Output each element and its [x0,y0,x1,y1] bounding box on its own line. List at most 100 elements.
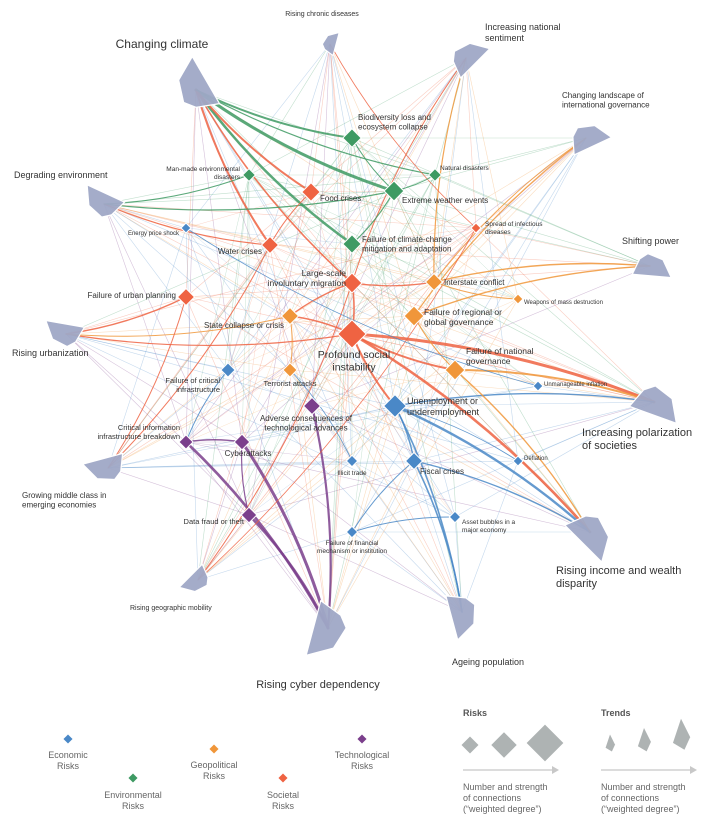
trend-shape[interactable] [81,444,132,489]
link-ageing-statecollapse [289,315,463,613]
risk-diamond[interactable] [342,128,362,148]
risk-illicit[interactable]: Illicit trade [337,454,367,477]
risk-diamond[interactable] [241,167,257,183]
risk-fiscal[interactable]: Fiscal crises [404,451,465,476]
risk-diamond[interactable] [404,451,424,471]
trend-climate[interactable]: Changing climate [116,37,230,121]
trend-shape[interactable] [178,560,215,599]
trend-shape[interactable] [165,55,229,121]
trend-label: Rising chronic diseases [285,11,359,18]
risk-diamond[interactable] [345,525,359,539]
risk-diamond[interactable] [345,454,359,468]
risk-diamond[interactable] [532,380,544,392]
trend-cyber[interactable]: Rising cyber dependency [256,599,380,691]
risk-energy[interactable]: Energy price shock [128,222,192,237]
trend-shape[interactable] [436,586,486,642]
risk-diamond[interactable] [444,359,466,381]
trend-shape[interactable] [562,115,613,163]
risk-urbanplan[interactable]: Failure of urban planning [87,287,196,307]
risk-food[interactable]: Food crises [301,182,362,203]
trend-shape[interactable] [445,34,491,83]
risk-diamond[interactable] [302,396,322,416]
trend-shape[interactable] [558,505,620,564]
risk-natural[interactable]: Natural disasters [427,165,490,183]
risk-diamond[interactable] [427,167,443,183]
risk-terrorist[interactable]: Terrorist attacks [264,362,317,388]
risk-wmd[interactable]: Weapons of mass destruction [512,293,603,306]
risk-diamond[interactable] [220,362,236,378]
risk-diamond[interactable] [178,434,194,450]
link-landscape-weather [393,137,587,192]
trend-urbanization[interactable]: Rising urbanization [12,317,89,358]
risk-diamond[interactable] [470,222,482,234]
trend-shape[interactable] [82,183,126,221]
risk-diamond[interactable] [180,222,192,234]
trend-chronic[interactable]: Rising chronic diseases [285,11,359,57]
link-climatefail-wmd [351,243,519,300]
risk-diamond[interactable] [342,234,362,254]
trend-power[interactable]: Shifting power [622,236,679,284]
risk-diamond[interactable] [282,362,298,378]
risk-diamond[interactable] [260,235,280,255]
link-middleclass-water [107,244,271,469]
risk-diamond[interactable] [383,180,405,202]
risk-interstate[interactable]: Interstate conflict [424,272,506,292]
trend-shape[interactable] [44,317,86,348]
risk-diamond[interactable] [512,455,524,467]
trend-shape[interactable] [628,384,679,425]
risk-statecollapse[interactable]: State collapse or crisis [204,306,300,330]
link-national-water [269,57,467,246]
trend-mobility[interactable]: Rising geographic mobility [130,560,215,612]
risk-diamond[interactable] [512,293,524,305]
risk-diamond[interactable] [424,272,444,292]
risk-diamond[interactable] [301,182,321,202]
risk-diamond[interactable] [341,272,363,294]
risk-diamond[interactable] [280,306,300,326]
risk-datafraud[interactable]: Data fraud or theft [184,506,258,526]
risk-diamond[interactable] [233,433,251,451]
trend-shape[interactable] [321,31,341,57]
risk-water[interactable]: Water crises [218,235,280,256]
risk-deflation[interactable]: Deflation [512,455,548,467]
risk-diamond[interactable] [240,506,258,524]
risk-diamond[interactable] [448,510,462,524]
trend-shape[interactable] [305,599,347,657]
risk-diamond[interactable] [403,305,425,327]
risk-cyberattacks[interactable]: Cyberattacks [225,433,272,458]
trend-ageing[interactable]: Ageing population [436,586,524,667]
risk-diamond[interactable] [337,319,367,349]
trend-environment[interactable]: Degrading environment [14,170,126,221]
risk-diamond[interactable] [176,287,196,307]
trend-shape[interactable] [629,250,673,284]
link-climate-natural [195,89,436,176]
link-ageing-water [269,244,463,613]
risk-diamond[interactable] [382,393,408,419]
risk-weather[interactable]: Extreme weather events [383,180,488,205]
link-interstate-wmd [433,281,519,300]
risk-inflation[interactable]: Unmanageable inflation [532,380,607,392]
